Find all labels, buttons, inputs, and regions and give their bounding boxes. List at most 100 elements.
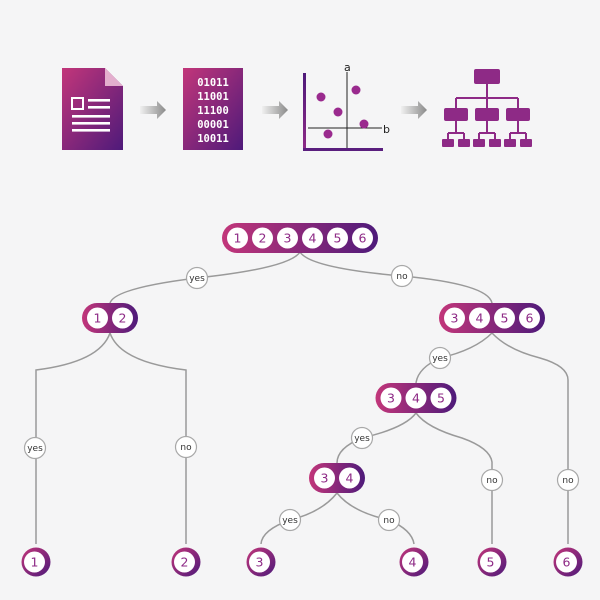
axis-label-a: a bbox=[344, 61, 351, 74]
leaf-circle bbox=[480, 551, 501, 573]
item-circle bbox=[87, 307, 108, 329]
item-number: 6 bbox=[526, 310, 534, 325]
edge-label-bubble bbox=[23, 436, 47, 460]
edge-label: yes bbox=[23, 436, 47, 460]
leaf-number: 1 bbox=[31, 554, 39, 569]
arrow-right-icon bbox=[262, 101, 288, 119]
edge-label: no bbox=[480, 468, 504, 492]
item-circle bbox=[352, 227, 373, 249]
item-circle bbox=[277, 227, 298, 249]
leaf-number: 5 bbox=[487, 554, 495, 569]
pipeline: 01011 11001 11100 00001 10011 a b bbox=[62, 61, 532, 151]
scatter-point bbox=[333, 107, 343, 117]
leaf-number: 3 bbox=[256, 554, 264, 569]
binary-line: 10011 bbox=[197, 133, 229, 145]
item-circle bbox=[494, 307, 515, 329]
edge-label-bubble bbox=[480, 468, 504, 492]
item-number: 4 bbox=[309, 230, 317, 245]
scatter-plot-icon: a b bbox=[303, 61, 390, 151]
leaf-circle bbox=[556, 551, 577, 573]
item-circle bbox=[252, 227, 273, 249]
edge-label-bubble bbox=[390, 264, 414, 288]
edge-label-bubble bbox=[185, 266, 209, 290]
leaf-node: 2 bbox=[171, 547, 201, 577]
item-number: 4 bbox=[346, 470, 354, 485]
edge-label: yes bbox=[185, 266, 209, 290]
arrow-right-icon bbox=[401, 101, 427, 119]
item-number: 6 bbox=[359, 230, 367, 245]
edge-label: no bbox=[377, 508, 401, 532]
edge-label: yes bbox=[278, 508, 302, 532]
leaf-node: 5 bbox=[477, 547, 507, 577]
item-number: 1 bbox=[94, 310, 102, 325]
edge-label-bubble bbox=[377, 508, 401, 532]
edge-label: yes bbox=[428, 346, 452, 370]
leaf-number: 2 bbox=[181, 554, 189, 569]
edge-label: no bbox=[390, 264, 414, 288]
item-number: 5 bbox=[437, 390, 445, 405]
item-number: 3 bbox=[451, 310, 459, 325]
edge-label: no bbox=[556, 468, 580, 492]
edge-label-bubble bbox=[174, 435, 198, 459]
axis-label-b: b bbox=[383, 123, 390, 136]
arrow-right-icon bbox=[140, 101, 166, 119]
item-number: 3 bbox=[321, 470, 329, 485]
edge-label-text: no bbox=[486, 476, 498, 486]
item-number: 2 bbox=[119, 310, 127, 325]
item-circle bbox=[339, 467, 360, 489]
edge-label-text: no bbox=[562, 476, 574, 486]
edge-label-bubble bbox=[278, 508, 302, 532]
item-number: 3 bbox=[387, 390, 395, 405]
item-circle bbox=[380, 387, 402, 409]
leaf-number: 6 bbox=[563, 554, 571, 569]
leaf-number: 4 bbox=[409, 554, 417, 569]
item-circle bbox=[430, 387, 452, 409]
item-number: 4 bbox=[412, 390, 420, 405]
item-circle bbox=[405, 387, 427, 409]
scatter-point bbox=[359, 119, 369, 129]
scatter-point bbox=[316, 92, 326, 102]
leaf-circle bbox=[402, 551, 423, 573]
item-number: 3 bbox=[284, 230, 292, 245]
item-number: 1 bbox=[234, 230, 242, 245]
leaf-circle bbox=[174, 551, 195, 573]
item-circle bbox=[519, 307, 540, 329]
edge-label: yes bbox=[350, 426, 374, 450]
edge-label-text: yes bbox=[354, 434, 370, 444]
item-circle bbox=[227, 227, 248, 249]
node-pill bbox=[439, 303, 545, 333]
item-circle bbox=[469, 307, 490, 329]
edge-label-text: yes bbox=[189, 274, 205, 284]
edge-label-text: yes bbox=[282, 516, 298, 526]
binary-line: 11100 bbox=[197, 105, 229, 117]
edge-label-text: no bbox=[396, 272, 408, 282]
tree-connectors bbox=[35, 251, 569, 545]
edge-label-bubble bbox=[428, 346, 452, 370]
hierarchy-icon bbox=[442, 69, 532, 147]
scatter-point bbox=[351, 85, 361, 95]
item-number: 5 bbox=[501, 310, 509, 325]
leaf-node: 1 bbox=[21, 547, 51, 577]
document-icon bbox=[62, 68, 123, 150]
item-circle bbox=[302, 227, 323, 249]
edge-label-text: yes bbox=[27, 444, 43, 454]
binary-line: 00001 bbox=[197, 119, 229, 131]
item-circle bbox=[327, 227, 348, 249]
leaf-node: 6 bbox=[553, 547, 583, 577]
leaf-node: 4 bbox=[399, 547, 429, 577]
binary-line: 11001 bbox=[197, 91, 229, 103]
item-circle bbox=[314, 467, 335, 489]
item-circle bbox=[112, 307, 133, 329]
scatter-point bbox=[323, 129, 333, 139]
edge-label-bubble bbox=[350, 426, 374, 450]
leaf-circle bbox=[249, 551, 270, 573]
leaf-circle bbox=[24, 551, 45, 573]
edge-label-text: yes bbox=[432, 354, 448, 364]
item-circle bbox=[444, 307, 465, 329]
